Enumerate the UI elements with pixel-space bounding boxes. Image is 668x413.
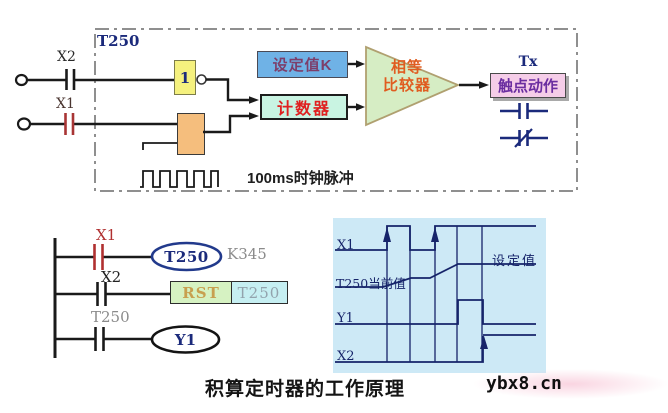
timing-y1-label: Y1 [337,311,354,326]
timing-set-value-label: 设定值 [492,254,538,269]
counter-label: 计数器 [276,101,331,118]
arrowhead-comparator-top [356,60,365,68]
timing-current-value-label: T250当前值 [336,276,406,291]
x1-terminal-icon [16,117,32,131]
rung2-contact-label: X2 [101,268,122,286]
caption-title: 积算定时器的工作原理 [205,379,406,400]
rung3-coil-label: Y1 [174,331,197,349]
watermark-highlight [473,369,668,399]
pulse-generator-box [177,113,205,155]
x2-contact-icon [65,69,76,90]
inverter-bubble-icon [196,74,207,85]
rung1-x1-contact-icon [93,244,104,270]
set-value-label: 设定值K [272,57,333,74]
contact-action-box: 触点动作 [490,73,566,98]
x2-terminal-icon [14,73,29,87]
tx-label: Tx [518,54,538,70]
not-to-counter-wire [206,78,250,102]
rst-operand-label: T250 [237,283,281,302]
x1-input-label: X1 [56,96,75,112]
tx-no-contact-icon [500,103,548,119]
comparator-label-line1: 相等 [390,59,423,76]
rst-instruction-box: RST [170,281,232,304]
comparator-label-line2: 比较器 [382,77,431,94]
contact-action-label: 触点动作 [497,78,558,95]
rung1-coil-label: T250 [164,247,209,266]
watermark-text: ybx8.cn [486,373,562,394]
arrowhead-comparator-bottom [356,103,365,111]
x2-input-label: X2 [57,49,76,65]
arrowhead-contact-action [479,81,489,89]
clock-pulse-waveform-icon [140,170,219,188]
not-gate-label: 1 [179,68,191,87]
counter-box: 计数器 [260,94,348,120]
rung1-constant-label: K345 [227,245,267,263]
arrowhead-counter-bottom [249,112,259,120]
rung1-contact-label: X1 [96,226,117,244]
comparator-label: 相等 比较器 [368,59,446,95]
not-gate-box: 1 [174,60,196,95]
rst-label: RST [182,283,220,302]
frame-label: T250 [97,32,140,50]
rung3-t250-contact-icon [94,327,105,351]
tx-nc-contact-icon [500,128,548,148]
clock-input-wire [142,142,177,150]
timing-x1-label: X1 [337,238,355,253]
timing-diagram-panel [333,218,546,373]
x1-contact-icon [64,113,75,135]
set-value-box: 设定值K [257,51,348,78]
clock-label: 100ms时钟脉冲 [247,170,354,187]
pulse-to-counter-wire [203,114,250,134]
timing-x2-label: X2 [337,349,355,364]
arrowhead-counter-top [249,96,259,104]
rst-operand-box: T250 [230,281,288,304]
rung3-contact-label: T250 [91,308,130,326]
